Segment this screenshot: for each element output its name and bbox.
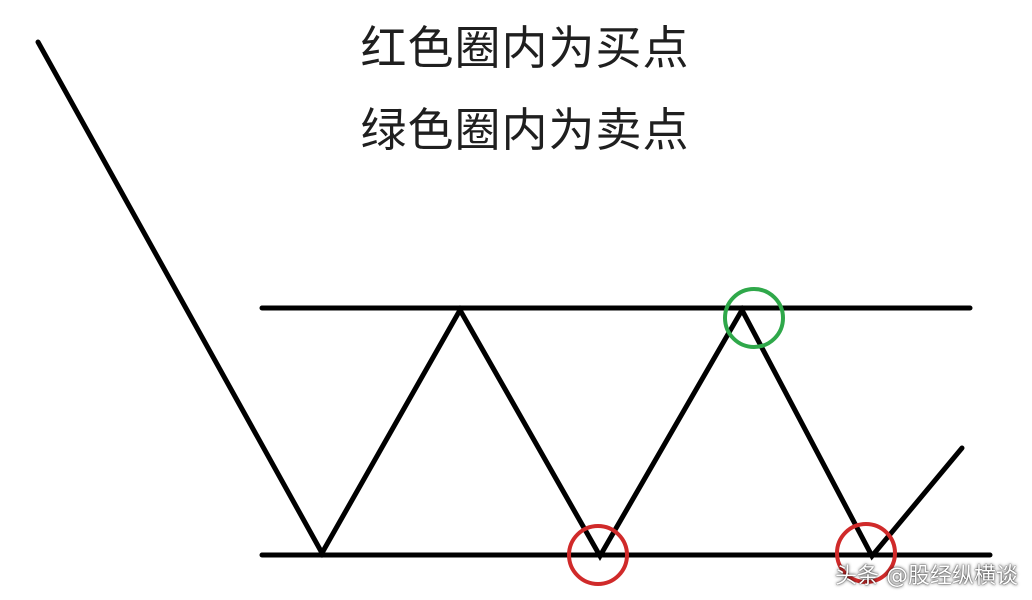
caption-buy-points: 红色圈内为买点 xyxy=(360,21,690,75)
watermark: 头条 @股经纵横谈 xyxy=(835,564,1018,589)
price-zigzag-line xyxy=(35,39,965,562)
buy-point-circle-1 xyxy=(567,524,629,586)
buy-point-circle-2 xyxy=(835,522,897,584)
caption-sell-points: 绿色圈内为卖点 xyxy=(360,103,690,157)
sell-point-circle xyxy=(723,287,785,349)
